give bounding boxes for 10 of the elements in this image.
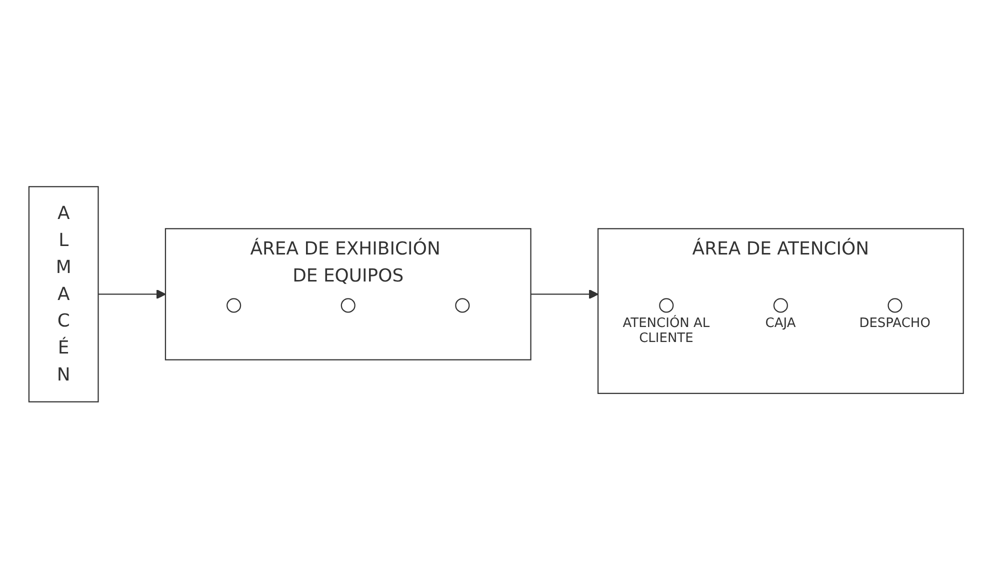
node-box: ALMACÉN [28, 186, 99, 402]
arrow [530, 289, 598, 299]
node-circle [658, 298, 674, 312]
node-circle [455, 298, 470, 312]
arrow [98, 289, 166, 299]
node-circle [340, 298, 356, 312]
node-circle [773, 298, 788, 312]
node-circle [888, 298, 902, 312]
cluster: ÁREA DE EXHIBICIÓN DE EQUIPOS [164, 228, 532, 360]
node-circle [226, 298, 241, 312]
